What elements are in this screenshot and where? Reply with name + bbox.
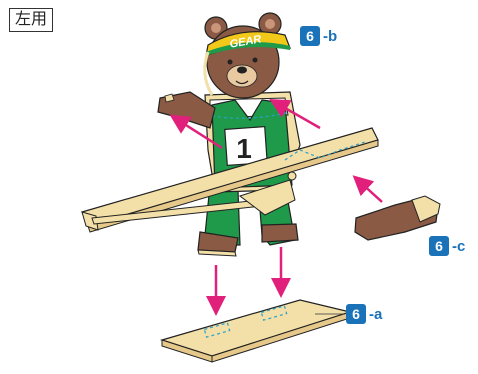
step-number-badge: 6 — [346, 304, 366, 324]
bib-number: 1 — [236, 133, 252, 164]
step-suffix: -c — [452, 238, 465, 255]
step-suffix: -a — [369, 306, 382, 323]
step-label-6b: 6 -b — [300, 26, 337, 46]
bear-head: GEAR — [205, 13, 290, 98]
step-number-badge: 6 — [300, 26, 320, 46]
step-suffix: -b — [323, 28, 337, 45]
step-label-6c: 6 -c — [429, 236, 465, 256]
arrow-icon — [360, 182, 382, 202]
step-number-badge: 6 — [429, 236, 449, 256]
base-board — [162, 300, 350, 362]
foot-piece — [355, 196, 440, 240]
step-label-6a: 6 -a — [346, 304, 382, 324]
